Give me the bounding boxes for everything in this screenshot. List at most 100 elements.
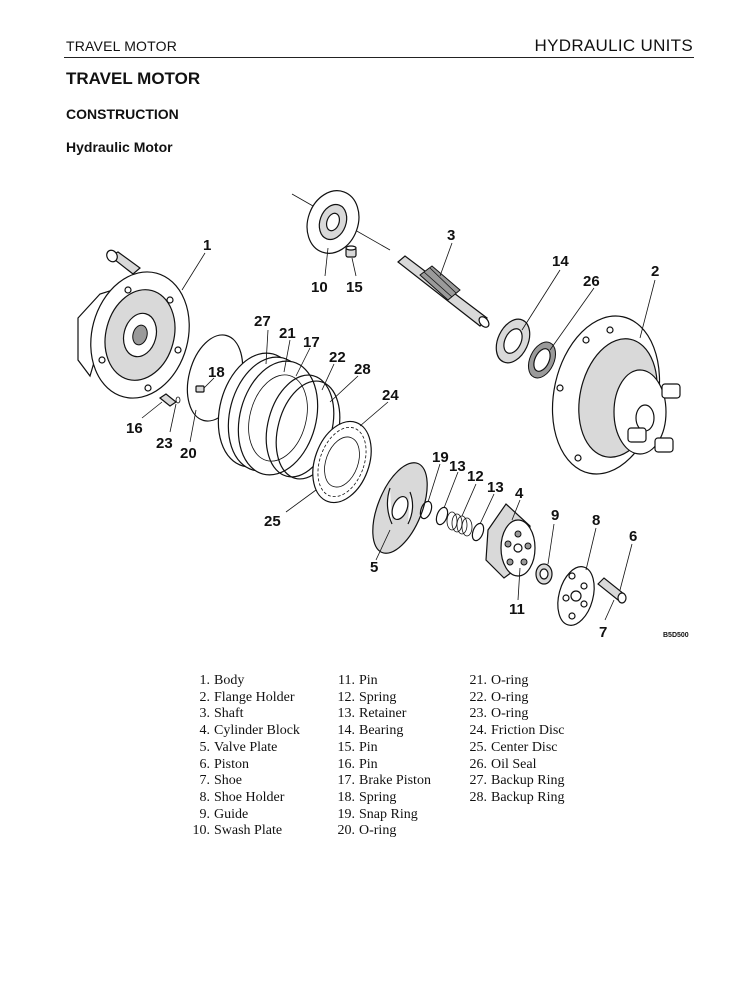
callout-24: 24 [382,387,399,404]
part-bolt [106,249,141,275]
list-item: 11.Pin [333,673,431,690]
part-name: Oil Seal [491,756,537,772]
callout-16: 16 [126,420,143,437]
list-item: 14.Bearing [333,723,431,740]
part-name: O-ring [491,706,529,722]
part-oil-seal [527,341,557,379]
list-item: 19.Snap Ring [333,807,431,824]
section-heading: CONSTRUCTION [66,106,179,122]
part-name: O-ring [491,689,529,705]
part-bearing [495,318,531,364]
list-item: 9.Guide [188,807,300,824]
list-item: 17.Brake Piston [333,773,431,790]
part-number: 18. [337,789,356,805]
part-name: Pin [359,756,378,772]
callout-25: 25 [264,513,281,530]
list-item: 21.O-ring [465,673,565,690]
callout-27: 27 [254,313,271,330]
part-piston [597,577,627,604]
subsection-heading: Hydraulic Motor [66,139,173,155]
figure-code: B5D500 [663,632,689,639]
callout-5: 5 [370,559,378,576]
list-item: 1.Body [188,673,300,690]
part-guide [535,563,553,585]
part-valve-plate [372,462,428,554]
list-item: 13.Retainer [333,706,431,723]
callout-23: 23 [156,435,173,452]
list-item: 6.Piston [188,757,300,774]
list-item: 18.Spring [333,790,431,807]
exploded-view-diagram: 1 2 3 4 5 6 7 8 9 10 11 12 13 13 14 15 1… [77,190,689,641]
part-name: Brake Piston [359,773,431,789]
part-name: Shoe Holder [214,789,285,805]
part-number: 10. [192,823,211,839]
list-item: 16.Pin [333,757,431,774]
part-name: Pin [359,739,378,755]
part-number: 20. [337,823,356,839]
list-item: 15.Pin [333,740,431,757]
part-brake-piston [217,352,319,476]
callout-2: 2 [651,263,659,280]
part-shoe-holder [557,566,595,626]
callout-1: 1 [203,237,211,254]
part-retainer-a [435,506,449,526]
part-name: Piston [214,756,250,772]
parts-list-column-2: 11.Pin 12.Spring 13.Retainer 14.Bearing … [333,673,431,840]
list-item: 12.Spring [333,690,431,707]
part-number: 13. [337,706,356,722]
part-swash-plate [306,190,360,254]
part-name: Bearing [359,723,404,739]
part-friction-disc [312,420,372,504]
part-number: 8. [199,789,211,805]
list-item: 24.Friction Disc [465,723,565,740]
leader-lines [141,242,656,621]
part-number: 21. [469,673,488,688]
list-item: 25.Center Disc [465,740,565,757]
list-item: 23.O-ring [465,706,565,723]
part-name: Guide [214,806,249,822]
callout-12: 12 [467,468,484,485]
parts-list-column-3: 21.O-ring 22.O-ring 23.O-ring 24.Frictio… [465,673,565,807]
part-name: Center Disc [491,739,558,755]
parts-list-column-1: 1.Body 2.Flange Holder 3.Shaft 4.Cylinde… [188,673,300,840]
part-name: Pin [359,673,378,688]
part-number: 28. [469,789,488,805]
callout-20: 20 [180,445,197,462]
part-oring-23 [175,396,181,404]
part-pin-15 [345,245,357,258]
list-item: 2.Flange Holder [188,690,300,707]
callout-3: 3 [447,227,455,244]
callout-7: 7 [599,624,607,641]
part-name: Shaft [214,706,244,722]
part-number: 9. [199,806,211,822]
part-number: 22. [469,689,488,705]
list-item: 7.Shoe [188,773,300,790]
part-name: O-ring [359,823,397,839]
callout-13b: 13 [487,479,504,496]
callout-21: 21 [279,325,296,342]
part-number: 16. [337,756,356,772]
callout-18: 18 [208,364,225,381]
part-name: Spring [359,689,397,705]
part-number: 15. [337,739,356,755]
part-body [77,271,190,399]
callout-9: 9 [551,507,559,524]
part-number: 6. [199,756,211,772]
part-number: 26. [469,756,488,772]
part-name: Cylinder Block [214,723,300,739]
callout-14: 14 [552,253,569,270]
callout-17: 17 [303,334,320,351]
callout-10: 10 [311,279,328,296]
part-name: Swash Plate [214,823,283,839]
header-rule [64,57,694,58]
part-number: 5. [199,739,211,755]
part-number: 12. [337,689,356,705]
callout-19: 19 [432,449,449,466]
callout-11: 11 [509,601,525,618]
part-name: Snap Ring [359,806,418,822]
header-right: HYDRAULIC UNITS [534,36,693,55]
part-number: 2. [199,689,211,705]
list-item: 27.Backup Ring [465,773,565,790]
list-item: 28.Backup Ring [465,790,565,807]
